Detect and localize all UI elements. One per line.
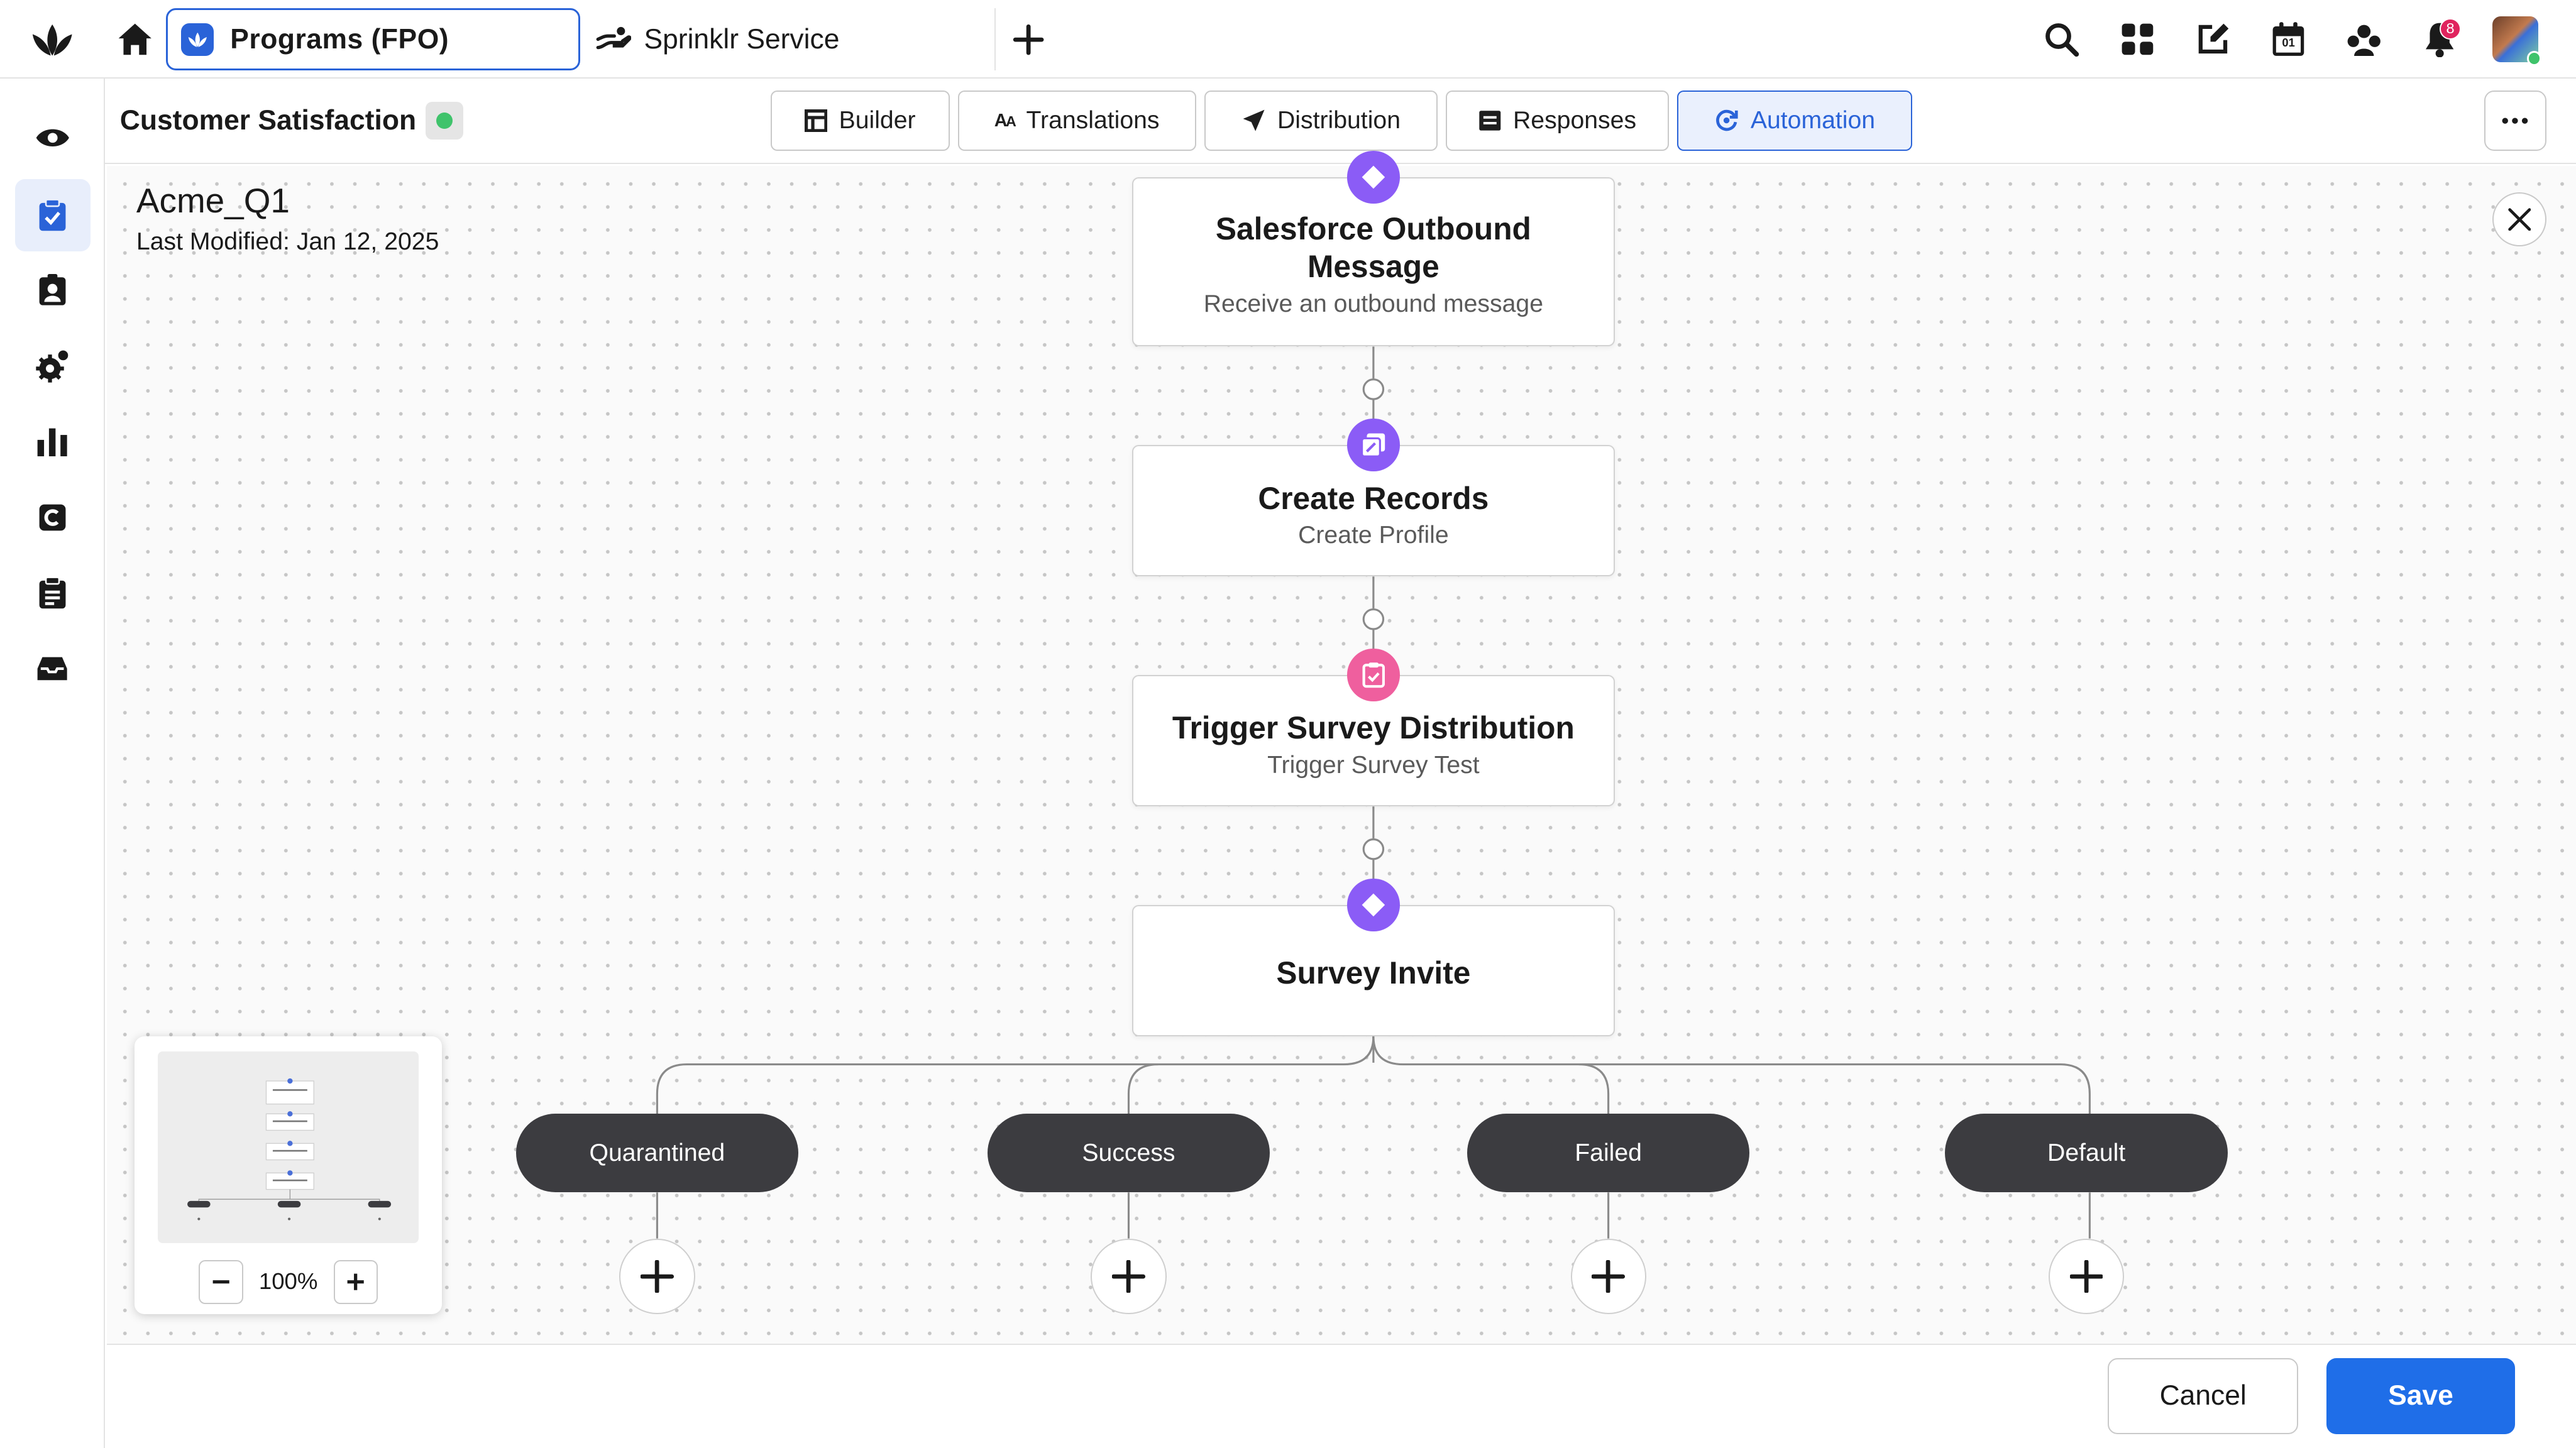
send-icon <box>1241 108 1266 133</box>
tab-builder[interactable]: Builder <box>770 90 950 151</box>
add-step-button-default[interactable] <box>2049 1238 2125 1314</box>
survey-check-icon <box>38 198 67 233</box>
tab-distribution[interactable]: Distribution <box>1204 90 1438 151</box>
notification-badge: 8 <box>2440 18 2462 40</box>
sidebar <box>0 79 106 1448</box>
close-button[interactable] <box>2492 192 2546 246</box>
settings-gear-icon <box>35 349 70 383</box>
last-modified: Last Modified: Jan 12, 2025 <box>136 228 439 256</box>
minus-icon <box>211 1272 231 1292</box>
flow-name: Acme_Q1 <box>136 181 290 221</box>
tab-responses[interactable]: Responses <box>1445 90 1670 151</box>
sidebar-item-settings[interactable] <box>15 330 91 402</box>
programs-app-icon <box>180 23 214 56</box>
node-title: Trigger Survey Distribution <box>1172 710 1575 746</box>
tab-sprinklr-service[interactable]: Sprinklr Service <box>592 8 996 71</box>
tab-distribution-label: Distribution <box>1277 107 1401 134</box>
zoom-in-button[interactable] <box>333 1259 378 1305</box>
apps-grid-icon[interactable] <box>2118 19 2157 59</box>
close-icon <box>2507 207 2531 231</box>
builder-icon <box>804 109 828 133</box>
node-title: Salesforce Outbound Message <box>1215 211 1531 285</box>
inbox-tray-icon <box>36 655 69 682</box>
presence-dot <box>2526 51 2542 66</box>
flow-node-salesforce-outbound[interactable]: Salesforce Outbound Message Receive an o… <box>1131 177 1616 347</box>
responses-icon <box>1478 110 1502 131</box>
plus-icon <box>641 1259 674 1293</box>
plus-icon <box>1112 1259 1145 1293</box>
plus-icon <box>346 1272 365 1292</box>
contact-card-icon <box>38 274 67 307</box>
tab-automation[interactable]: Automation <box>1677 90 1913 151</box>
sprinklr-logo-icon[interactable] <box>26 18 79 61</box>
save-button[interactable]: Save <box>2326 1358 2516 1434</box>
branch-default[interactable]: Default <box>1945 1113 2228 1193</box>
flow-node-trigger-survey[interactable]: Trigger Survey Distribution Trigger Surv… <box>1131 675 1616 807</box>
community-icon[interactable] <box>2344 19 2384 59</box>
plus-icon <box>1012 23 1045 56</box>
bar-chart-icon <box>36 427 69 457</box>
add-step-button-quarantined[interactable] <box>619 1238 695 1314</box>
clipboard-check-icon <box>1347 649 1400 701</box>
minimap-viewport[interactable] <box>157 1051 419 1244</box>
node-title: Survey Invite <box>1276 955 1471 990</box>
diamond-icon <box>1347 151 1400 204</box>
add-tab-button[interactable] <box>1009 19 1049 59</box>
node-subtitle: Trigger Survey Test <box>1267 752 1480 779</box>
sidebar-item-reports[interactable] <box>15 406 91 478</box>
translate-icon: AA <box>994 110 1016 131</box>
zoom-out-button[interactable] <box>199 1259 243 1305</box>
node-title: Create Records <box>1258 480 1489 516</box>
sidebar-item-campaigns[interactable] <box>15 481 91 554</box>
more-options-button[interactable] <box>2484 90 2546 151</box>
home-icon[interactable] <box>115 19 155 59</box>
plus-icon <box>1592 1259 1625 1293</box>
node-subtitle: Create Profile <box>1298 522 1449 549</box>
tab-programs-label: Programs (FPO) <box>230 23 449 55</box>
branch-quarantined[interactable]: Quarantined <box>515 1113 799 1193</box>
tab-builder-label: Builder <box>839 107 916 134</box>
branch-success[interactable]: Success <box>987 1113 1270 1193</box>
calendar-day: 01 <box>2282 36 2295 50</box>
add-step-button-failed[interactable] <box>1570 1238 1646 1314</box>
search-icon[interactable] <box>2042 19 2082 59</box>
sidebar-item-tasks[interactable] <box>15 557 91 629</box>
tab-translations[interactable]: AA Translations <box>957 90 1196 151</box>
create-records-icon <box>1347 419 1400 472</box>
sidebar-item-preview[interactable] <box>15 102 91 174</box>
more-horizontal-icon <box>2502 118 2528 124</box>
tab-programs[interactable]: Programs (FPO) <box>165 8 580 71</box>
tab-automation-label: Automation <box>1750 107 1876 134</box>
calendar-icon[interactable] <box>2269 19 2308 59</box>
compose-icon[interactable] <box>2193 19 2233 59</box>
tab-responses-label: Responses <box>1512 107 1637 134</box>
sidebar-item-surveys[interactable] <box>14 178 91 251</box>
c-badge-icon <box>38 503 67 532</box>
branch-failed[interactable]: Failed <box>1467 1113 1750 1193</box>
top-bar <box>0 0 2576 79</box>
zoom-level: 100% <box>258 1268 318 1294</box>
eye-icon <box>35 126 70 150</box>
survey-title: Customer Satisfaction <box>119 105 417 136</box>
node-subtitle: Receive an outbound message <box>1203 290 1544 317</box>
plus-icon <box>2070 1259 2103 1293</box>
add-step-button-success[interactable] <box>1091 1238 1167 1314</box>
sidebar-item-contacts[interactable] <box>15 255 91 327</box>
tab-service-label: Sprinklr Service <box>644 23 840 55</box>
sidebar-item-inbox[interactable] <box>15 632 91 705</box>
diamond-icon <box>1347 879 1400 931</box>
cancel-button[interactable]: Cancel <box>2108 1358 2299 1434</box>
minimap-preview <box>187 1078 391 1220</box>
service-icon <box>595 25 631 54</box>
tab-translations-label: Translations <box>1026 107 1160 134</box>
clipboard-icon <box>38 576 67 610</box>
automation-icon <box>1714 108 1739 133</box>
status-badge <box>425 102 463 140</box>
